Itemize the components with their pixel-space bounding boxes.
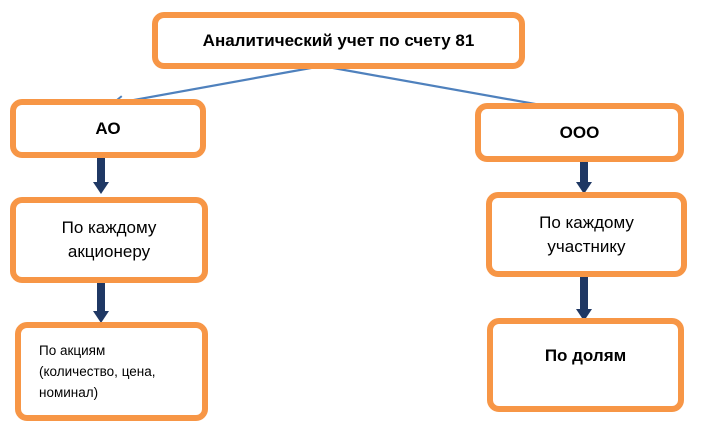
ao-each-line: По каждому [61,218,157,237]
ooo-node-label: ООО [559,122,600,142]
ooo-stakes-box: По долям [487,318,684,412]
ao-each-line: акционеру [67,242,151,261]
ao-shares-line: (количество, цена, [39,364,156,379]
root-node-label: Аналитический учет по счету 81 [202,30,475,50]
ooo-each-participant-text: По каждому участнику [539,211,634,259]
ao-each-shareholder-box: По каждому акционеру [10,197,208,283]
ao-node-label: АО [95,118,121,138]
arrow-ooo-each-to-ooo-shares [576,276,592,321]
ao-shares-text: По акциям (количество, цена, номинал) [39,340,156,403]
ooo-each-participant-box: По каждому участнику [486,192,687,277]
arrow-ooo-to-ooo-each [576,160,592,194]
ao-each-shareholder-text: По каждому акционеру [62,216,157,264]
ao-shares-box: По акциям (количество, цена, номинал) [15,322,208,421]
ao-shares-line: По акциям [39,343,106,358]
ooo-each-line: По каждому [539,212,634,232]
arrow-ao-to-ao-each [93,157,109,194]
ooo-node-box: ООО [475,103,684,162]
ooo-stakes-label: По долям [544,346,627,365]
arrow-ao-each-to-ao-shares [93,283,109,323]
ooo-each-line: участнику [547,236,626,256]
ao-shares-line: номинал) [39,385,99,400]
ao-node-box: АО [10,99,206,158]
root-node-box: Аналитический учет по счету 81 [152,12,525,69]
connector-root-to-ao [112,64,323,104]
